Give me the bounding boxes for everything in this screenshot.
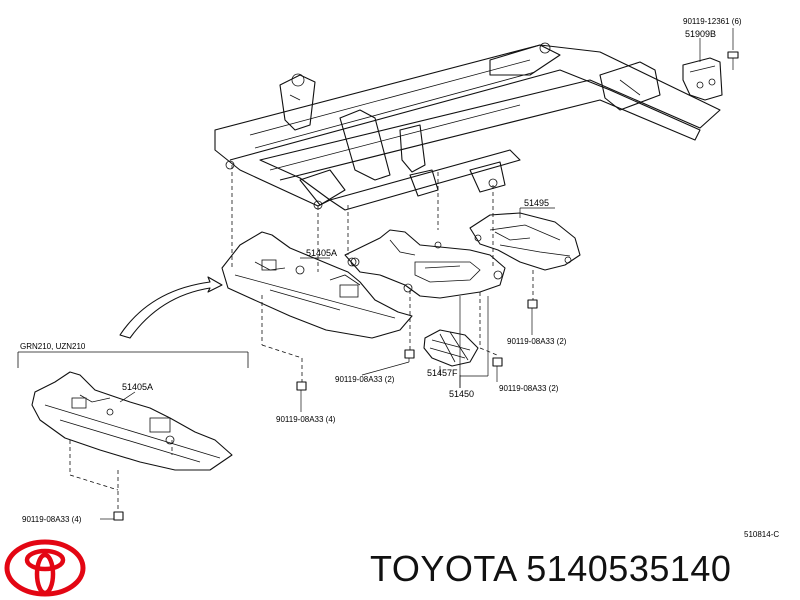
- part-number: 5140535140: [526, 548, 732, 589]
- bolt-markers: [296, 299, 538, 391]
- label-cover-center: 51405A: [306, 248, 337, 258]
- leader-lines: [300, 207, 555, 412]
- label-cover-right: 51495: [524, 198, 549, 208]
- label-inset-title: GRN210, UZN210: [20, 342, 86, 351]
- vehicle-frame: [214, 42, 721, 211]
- label-bolt-right-1: 90119-08A33 (2): [507, 337, 567, 346]
- label-bracket-top: 51909B: [685, 29, 716, 39]
- label-drawing-code: 510814-C: [744, 530, 779, 539]
- label-bolt-top: 90119-12361 (6): [683, 17, 742, 26]
- cover-51450-middle: [344, 229, 506, 299]
- bracket-51909b: [682, 28, 739, 101]
- inset-variant: [17, 351, 249, 521]
- footer-brand-line: TOYOTA 5140535140: [370, 548, 731, 590]
- label-cover-inset: 51405A: [122, 382, 153, 392]
- part-labels: 90119-12361 (6) 51909B 51495 51405A GRN2…: [20, 17, 779, 539]
- cover-51457f-small: [423, 329, 479, 367]
- label-bolt-right-2: 90119-08A33 (2): [499, 384, 559, 393]
- label-bolt-center-bottom: 90119-08A33 (4): [276, 415, 336, 424]
- cover-51495-right: [469, 212, 581, 271]
- label-assembly: 51450: [449, 389, 474, 399]
- label-bolt-inset: 90119-08A33 (4): [22, 515, 82, 524]
- label-cover-small: 51457F: [427, 368, 458, 378]
- curved-arrow: [119, 276, 223, 339]
- alignment-lines: [231, 165, 534, 382]
- label-bolt-center-left: 90119-08A33 (2): [335, 375, 395, 384]
- toyota-logo: [4, 539, 86, 597]
- brand-name: TOYOTA: [370, 548, 516, 589]
